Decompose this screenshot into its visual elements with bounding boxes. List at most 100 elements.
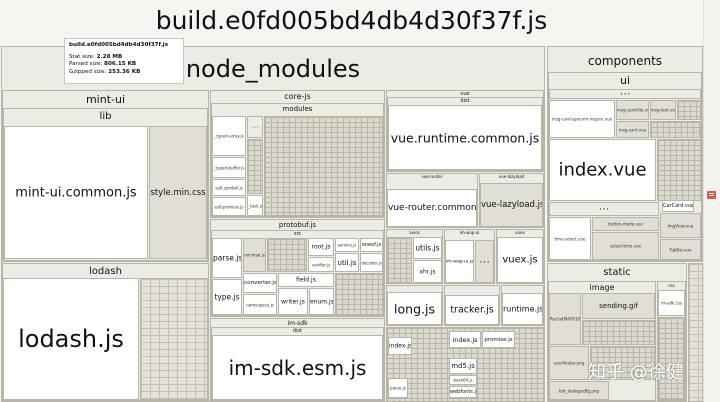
service-label: service.js xyxy=(337,242,357,248)
symbol-module[interactable]: es6.symbol.js xyxy=(212,179,246,196)
select-time-label: select-time.vue xyxy=(610,243,641,249)
promise-label: es6.promise.js xyxy=(214,204,244,209)
enum-module[interactable]: enum.js xyxy=(309,288,334,315)
components-ui-ellipsis[interactable]: • • • xyxy=(549,89,701,99)
im-sdk-css-label: im-sdk.css xyxy=(660,300,683,306)
parse-lib-label: parse.js xyxy=(390,385,406,391)
runtime-module[interactable]: runtime.js xyxy=(502,293,543,325)
im-sdk-dist-label: dist xyxy=(292,328,303,334)
vuex-module[interactable]: vuex.js xyxy=(497,237,543,283)
sprite-module[interactable]: RechatMA0010.png xyxy=(549,293,581,345)
car-card-label: CarCard.vue xyxy=(663,203,693,209)
promise-lib-module[interactable]: promise.js xyxy=(482,331,515,348)
im-sdk-css-module[interactable]: im-sdk.css xyxy=(658,290,685,316)
service-module[interactable]: service.js xyxy=(335,238,359,252)
lodash-submodules[interactable] xyxy=(140,278,208,400)
vue-router-main-module[interactable]: vue-router.common.js xyxy=(387,189,477,227)
car-card-module[interactable]: CarCard.vue xyxy=(662,200,694,212)
typed-buffer-module[interactable]: _typed-buffer.js xyxy=(212,157,246,178)
util-module[interactable]: util.js xyxy=(335,253,359,272)
axios-hatch[interactable] xyxy=(387,237,412,283)
bg-image-module[interactable]: bot_dialogueBg.png xyxy=(549,381,609,400)
time-select-module[interactable]: time-select.vue xyxy=(549,217,591,260)
axios-label: axios xyxy=(409,230,420,235)
xhr-module[interactable]: xhr.js xyxy=(413,260,442,283)
task-module[interactable]: _task.js xyxy=(247,195,263,216)
mint-ui-style-module[interactable]: style.min.css xyxy=(149,126,207,259)
md5-module[interactable]: md5.js xyxy=(449,358,477,374)
msg-text-label: msg-text.vue xyxy=(651,107,675,113)
button-mode-module[interactable]: button-mode.vue xyxy=(592,217,659,231)
base64-module[interactable]: base64.js xyxy=(449,375,477,385)
util-label: util.js xyxy=(337,258,357,267)
select-time-module[interactable]: select-time.vue xyxy=(592,232,659,260)
static-label: static xyxy=(603,267,631,278)
core-js-small-modules[interactable] xyxy=(264,116,383,216)
tooltip-gzipped-value: 253.36 KB xyxy=(108,68,141,75)
long-module[interactable]: long.js xyxy=(387,292,442,325)
msg-card-apacnm-module[interactable]: msg-card-apacnm-inquire.vue xyxy=(549,100,615,138)
watermark: 知乎 @徐健 xyxy=(588,362,684,383)
oneof-module[interactable]: oneof.js xyxy=(360,238,383,252)
static-image-hatch[interactable] xyxy=(582,320,655,345)
msg-card-file-module[interactable]: msg-card-file.vue xyxy=(616,100,649,120)
sending-gif-module[interactable]: sending.gif xyxy=(582,293,655,319)
vertical-scrollbar[interactable] xyxy=(703,0,720,402)
vue-lazyload-main-module[interactable]: vue-lazyload.js xyxy=(480,183,543,227)
protobufjs-hatch[interactable] xyxy=(267,238,307,272)
tooltip-stat-label: Stat size: xyxy=(69,54,95,61)
vue-runtime-module[interactable]: vue.runtime.common.js xyxy=(388,105,542,170)
mint-ui-common-module[interactable]: mint-ui.common.js xyxy=(4,126,148,259)
lodash-main-label: lodash.js xyxy=(18,325,124,353)
im-wap-ui-module[interactable]: im-wap-ui.js xyxy=(445,240,474,283)
img-view-module[interactable]: ImgView.vue xyxy=(660,213,701,238)
im-sdk-main-module[interactable]: im-sdk.esm.js xyxy=(212,335,383,400)
sprite-label: RechatMA0010.png xyxy=(550,316,580,322)
lodash-label: lodash xyxy=(89,266,122,277)
static-side-column[interactable] xyxy=(688,263,703,402)
components-right-hatch[interactable] xyxy=(677,100,701,120)
parse-module[interactable]: parse.js xyxy=(212,238,242,278)
converter-module[interactable]: converter.js xyxy=(243,273,277,293)
protobufjs-small-hatch[interactable] xyxy=(335,273,383,315)
user-avatar-module[interactable]: userAvatar.png xyxy=(549,346,589,380)
components-mid-hatch[interactable] xyxy=(657,139,701,201)
typed-array-module[interactable]: _typed-array.js xyxy=(212,116,246,156)
index-vue-module[interactable]: index.vue xyxy=(549,139,656,201)
decoder-module[interactable]: decoder.js xyxy=(360,253,383,272)
lodash-main-module[interactable]: lodash.js xyxy=(3,278,139,400)
index-label-2: index.js xyxy=(452,335,478,344)
tab-bar-module[interactable]: TabBar.vue xyxy=(660,239,701,260)
parse-lib-module[interactable]: parse.js xyxy=(388,378,408,398)
bundle-title: build.e0fd005bd4db4d30f37f.js xyxy=(0,0,703,44)
sidebar-toggle-icon[interactable] xyxy=(707,184,716,206)
index-module[interactable]: index.js xyxy=(388,337,412,355)
webfonts-module[interactable]: webfonts.js xyxy=(449,386,477,398)
field-module[interactable]: field.js xyxy=(278,273,334,287)
writer-label: writer.js xyxy=(281,298,305,305)
namespace-module[interactable]: namespace.js xyxy=(243,294,277,315)
components-lower-ellipsis[interactable]: • • • xyxy=(549,202,659,216)
components-small-hatch[interactable] xyxy=(650,121,701,138)
static-image-hatch-2[interactable] xyxy=(590,346,655,380)
tooltip-gzipped-label: Gzipped size: xyxy=(69,68,107,75)
verifier-module[interactable]: verifier.js xyxy=(308,257,334,272)
minimal-module[interactable]: minimal.js xyxy=(243,238,266,272)
im-wap-ui-ellipsis[interactable]: • • • xyxy=(475,240,494,283)
index-module-2[interactable]: index.js xyxy=(449,331,481,348)
tab-bar-label: TabBar.vue xyxy=(669,247,692,252)
typed-array-label: _typed-array.js xyxy=(214,133,244,139)
msg-card-module[interactable]: msg-card.vue xyxy=(616,121,649,138)
static-css-hatch[interactable] xyxy=(658,317,685,400)
type-module[interactable]: type.js xyxy=(212,279,242,315)
core-js-side-modules[interactable] xyxy=(247,139,263,194)
tracker-module[interactable]: tracker.js xyxy=(445,295,499,325)
core-js-ellipsis[interactable]: • • • xyxy=(247,116,263,138)
msg-text-module[interactable]: msg-text.vue xyxy=(650,100,676,120)
tooltip-parsed-label: Parsed size: xyxy=(69,61,103,68)
utils-module[interactable]: utils.js xyxy=(413,237,442,259)
writer-module[interactable]: writer.js xyxy=(278,288,308,315)
promise-module[interactable]: es6.promise.js xyxy=(212,197,246,216)
root-module[interactable]: root.js xyxy=(308,238,334,256)
protobufjs-src-label: src xyxy=(293,231,302,237)
